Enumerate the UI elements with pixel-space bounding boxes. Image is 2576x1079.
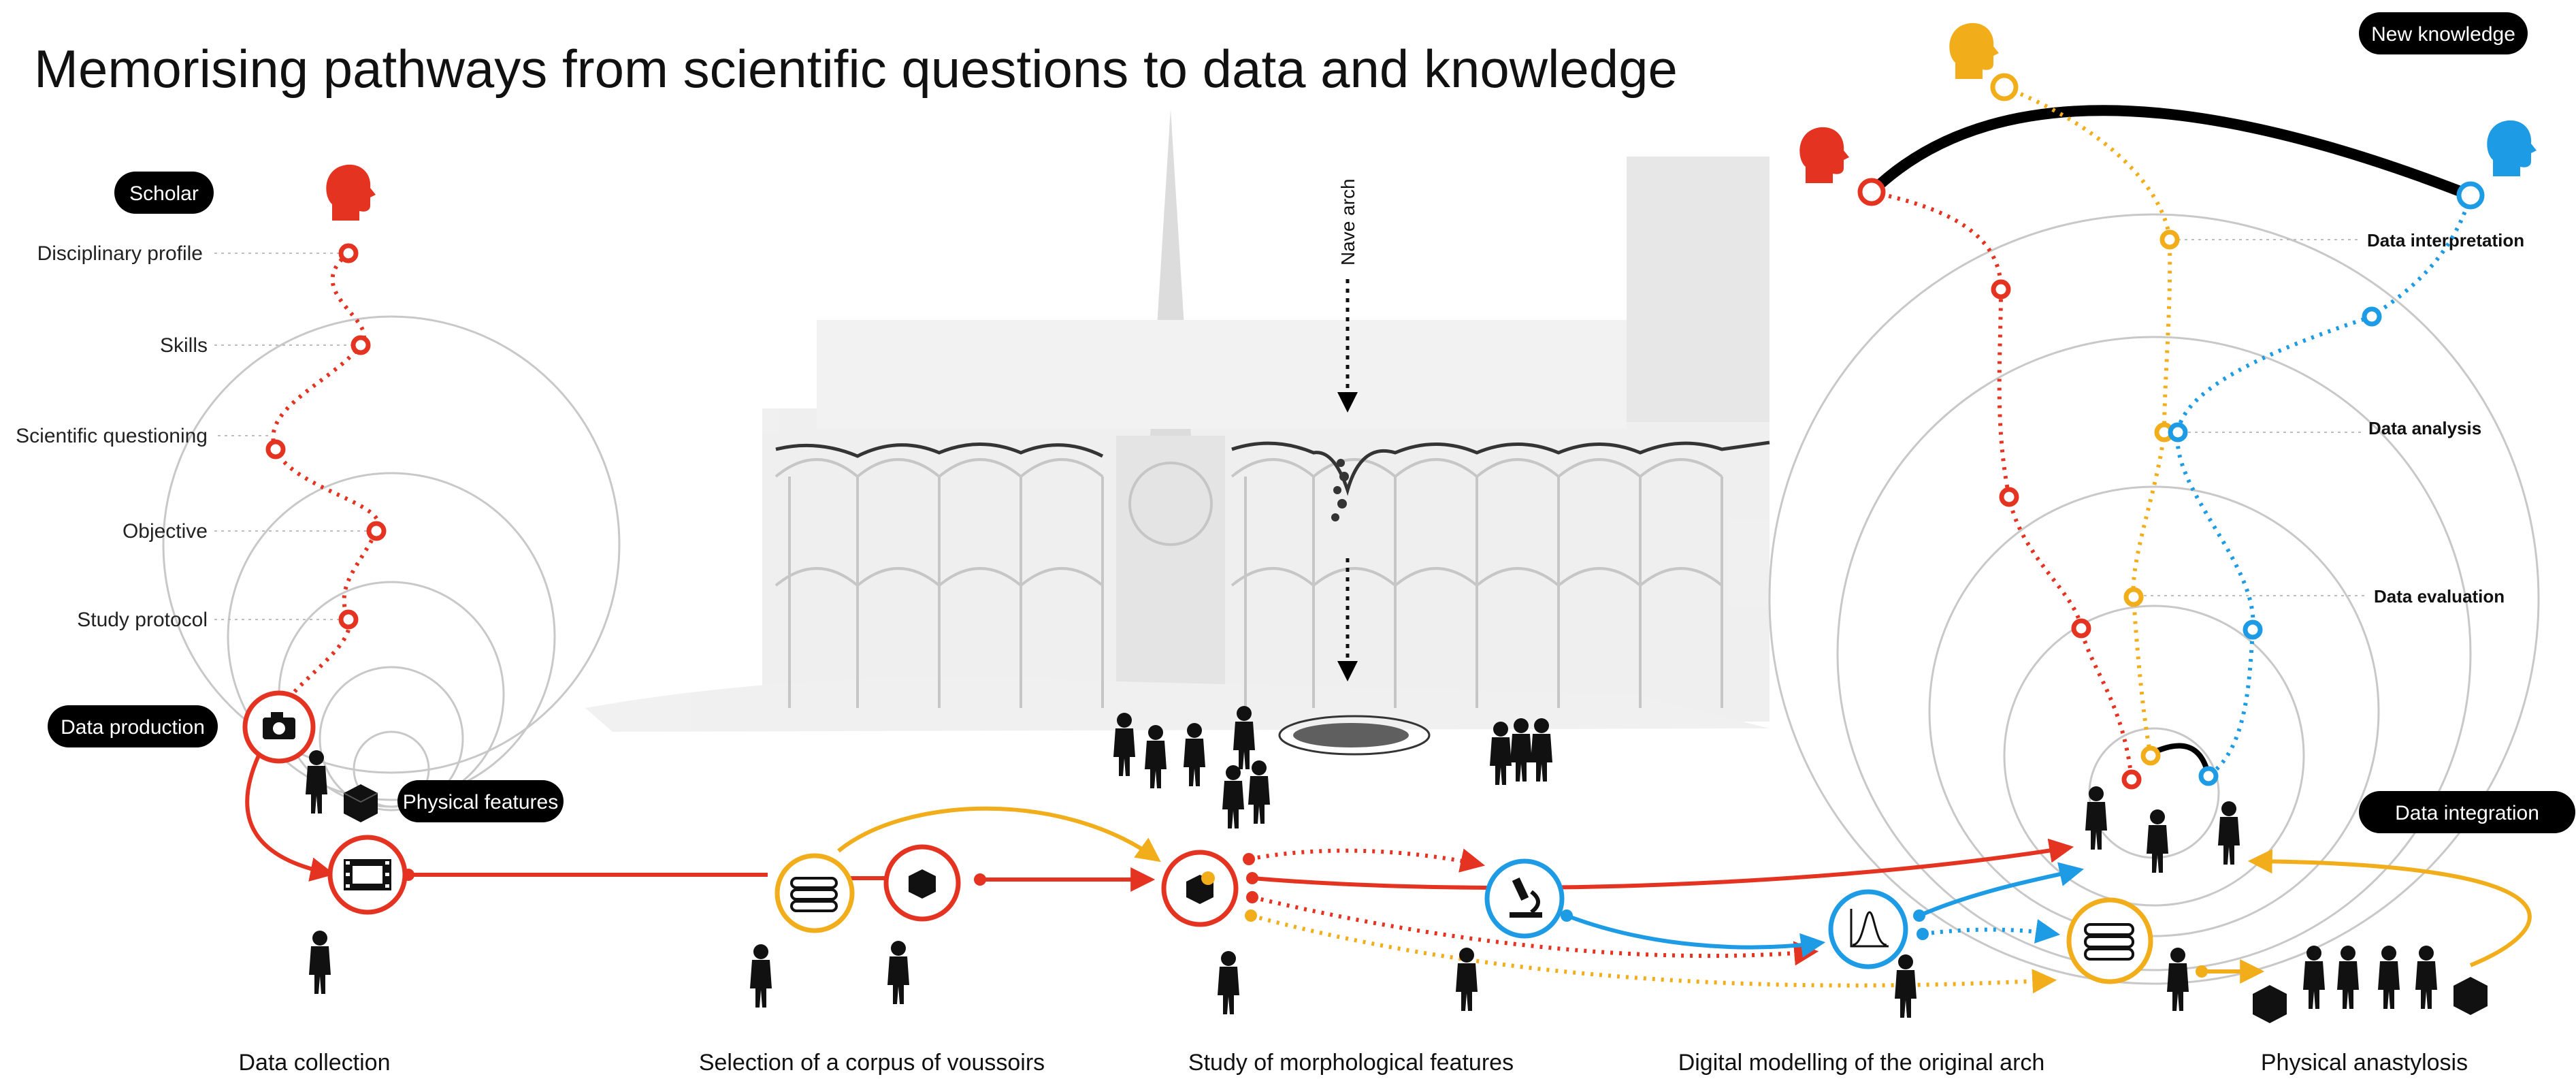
orange-integration-node [2140, 745, 2161, 766]
graph-icon [1828, 889, 1908, 969]
blue-knowledge-node [2456, 181, 2485, 210]
red-integration-node [2121, 769, 2142, 790]
knowledge-circles [1768, 213, 2540, 985]
production-to-collection-arrow [245, 754, 336, 882]
new-knowledge-pill: New knowledge [2359, 12, 2528, 54]
objective-label: Objective [123, 520, 208, 543]
red-knowledge-path [1871, 190, 2134, 780]
orange-evaluation-node [2123, 587, 2144, 607]
person-icon [2415, 946, 2437, 1009]
blue-knowledge-path [2175, 195, 2473, 778]
person-icon [2378, 946, 2400, 1009]
person-icon [1248, 760, 1270, 824]
person-icon [2303, 946, 2325, 1009]
orange-knowledge-node [1990, 73, 2019, 101]
scholar-circles [162, 315, 621, 811]
data-evaluation-label: Data evaluation [2374, 586, 2505, 607]
person-icon [1456, 948, 1478, 1011]
blue-evaluation-node [2243, 619, 2263, 640]
stage-label: Study of morphological features [1188, 1050, 1514, 1076]
orange-interpretation-node [2159, 229, 2180, 250]
model-to-integration-arrow [1918, 862, 2085, 918]
model-to-books-arrow [1922, 919, 2061, 944]
svg-text:Scholar: Scholar [129, 182, 199, 205]
person-icon [887, 941, 909, 1004]
anastylosis-to-integration-arrow [2247, 849, 2532, 967]
data-production-pill: Data production [48, 705, 218, 747]
svg-text:Physical features: Physical features [403, 791, 558, 814]
person-icon [1145, 725, 1167, 788]
books-icon [2066, 897, 2153, 984]
skills-node [350, 335, 371, 355]
stage-label: Selection of a corpus of voussoirs [699, 1050, 1045, 1076]
nave-arch-label: Nave arch [1337, 178, 1358, 265]
microscope-to-model-arrow [1565, 914, 1826, 958]
study-to-model-arrow [1252, 895, 1819, 966]
head-icon [2487, 120, 2537, 176]
data-interpretation-label: Data interpretation [2367, 230, 2524, 251]
books-icon [775, 853, 855, 933]
person-icon [2337, 946, 2359, 1009]
stage-label: Physical anastylosis [2261, 1050, 2468, 1076]
person-icon [1218, 951, 1239, 1014]
cube-icon [2453, 977, 2488, 1015]
person-icon [1895, 954, 1917, 1018]
physical-features-pill: Physical features [397, 780, 564, 822]
camera-icon [242, 690, 316, 764]
cube-icon [343, 784, 378, 822]
red-analysis-node [1999, 487, 2019, 507]
person-icon [750, 944, 772, 1008]
study-protocol-node [338, 609, 359, 630]
study-to-microscope-arrow [1248, 848, 1486, 873]
study-protocol-label: Study protocol [77, 609, 208, 631]
head-icon [1949, 22, 1999, 79]
stage-label: Data collection [238, 1050, 390, 1076]
person-icon [1222, 765, 1244, 828]
blue-analysis-node [2168, 422, 2188, 442]
data-analysis-label: Data analysis [2368, 418, 2481, 438]
person-icon [1184, 723, 1205, 786]
new-knowledge-arc [1868, 105, 2473, 201]
skills-label: Skills [160, 334, 208, 357]
disciplinary-profile-node [338, 243, 359, 263]
corpus-to-study-arrow [837, 806, 1161, 863]
person-icon [309, 931, 331, 994]
person-icon [2167, 948, 2189, 1011]
stage-label: Digital modelling of the original arch [1678, 1050, 2045, 1076]
disciplinary-profile-label: Disciplinary profile [37, 242, 203, 265]
scientific-questioning-label: Scientific questioning [16, 425, 208, 447]
svg-text:New knowledge: New knowledge [2371, 23, 2515, 46]
scholar-path [271, 251, 380, 715]
red-evaluation-node [2071, 618, 2091, 639]
page-title: Memorising pathways from scientific ques… [34, 39, 1678, 99]
svg-text:Data integration: Data integration [2395, 802, 2539, 824]
cube-icon [1161, 850, 1239, 927]
film-icon [327, 835, 408, 915]
red-interpretation-node [1991, 279, 2011, 300]
person-icon [2147, 809, 2168, 873]
study-to-anastylosis-dotted-arrow [1250, 914, 2057, 994]
study-to-integration-arrow [1252, 838, 2074, 890]
cathedral-illustration [585, 109, 1770, 756]
orange-knowledge-path [2003, 85, 2172, 756]
svg-text:Data production: Data production [61, 716, 205, 739]
red-knowledge-node [1857, 178, 1886, 206]
microscope-icon [1484, 858, 1565, 939]
person-icon [1490, 722, 1512, 785]
head-icon [1799, 127, 1849, 183]
head-icon [326, 164, 376, 221]
cube-icon [2253, 985, 2287, 1023]
cube-icon [883, 844, 961, 922]
blue-interpretation-node [2362, 306, 2382, 327]
person-icon [2218, 801, 2240, 865]
blue-integration-node [2198, 766, 2219, 786]
scholar-guides [214, 253, 374, 620]
data-integration-pill: Data integration [2359, 791, 2575, 833]
objective-node [366, 521, 387, 541]
knowledge-guides [2137, 239, 2368, 596]
scientific-questioning-node [265, 439, 286, 460]
scholar-pill: Scholar [114, 172, 214, 214]
